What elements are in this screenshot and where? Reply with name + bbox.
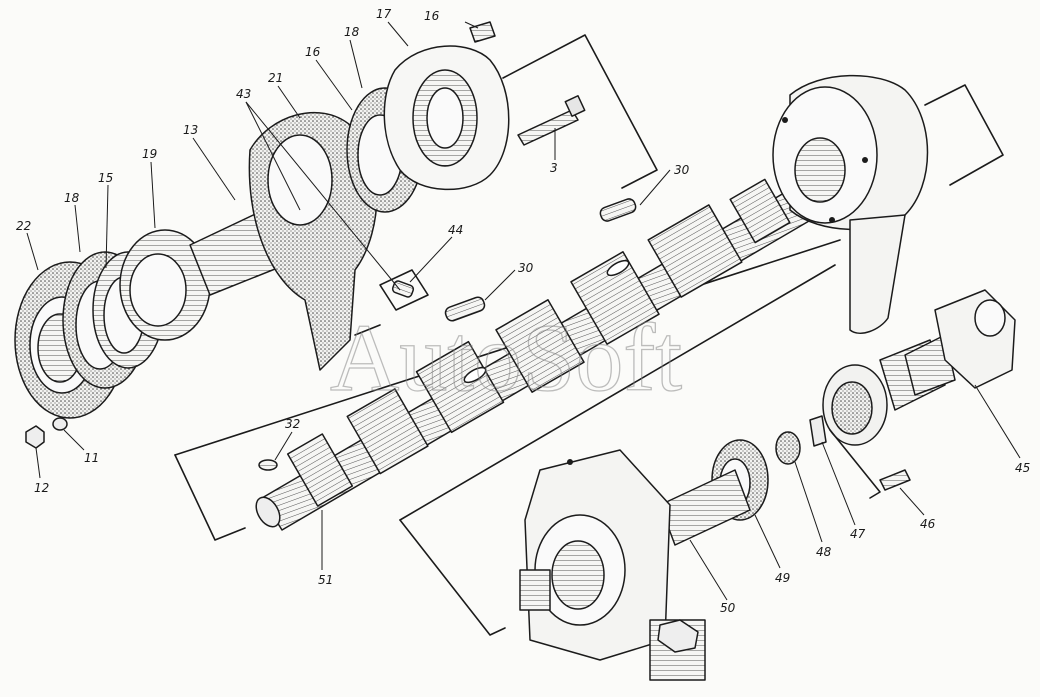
callout-12: 12	[34, 481, 49, 495]
nuts-11-12	[25, 417, 68, 449]
callout-45: 45	[1015, 461, 1030, 475]
callout-16-seal: 16	[305, 45, 321, 59]
callout-50: 50	[720, 601, 736, 615]
callout-43: 43	[236, 87, 251, 101]
callout-19: 19	[142, 147, 157, 161]
leader-lines	[26, 21, 1021, 601]
cardan-shaft-45	[822, 289, 1016, 446]
washer-48	[775, 431, 801, 465]
callout-labels: 17 16 18 16 21 43 13 19 15 18 22 3 30 30…	[16, 7, 1030, 615]
callout-17: 17	[376, 7, 392, 21]
cover-17	[383, 45, 510, 191]
callout-48: 48	[816, 545, 832, 559]
nipple-16	[469, 21, 496, 43]
callout-49: 49	[775, 571, 790, 585]
callout-32: 32	[285, 417, 300, 431]
bearing-19	[119, 229, 211, 341]
callout-30-upper: 30	[674, 163, 690, 177]
callout-47: 47	[850, 527, 866, 541]
right-housing-upper	[772, 74, 929, 334]
callout-46: 46	[920, 517, 936, 531]
bearing-housing	[519, 449, 706, 681]
callout-18-lower: 18	[64, 191, 80, 205]
washer-47	[809, 415, 827, 447]
callout-21: 21	[268, 71, 283, 85]
callout-22: 22	[16, 219, 31, 233]
bracket-21	[248, 111, 378, 371]
callout-51: 51	[318, 573, 333, 587]
callout-16-nipple: 16	[424, 9, 440, 23]
key-30-upper	[599, 198, 637, 222]
bolt-46	[829, 429, 911, 499]
callout-11: 11	[84, 451, 99, 465]
key-30-lower	[444, 296, 486, 322]
callout-13: 13	[183, 123, 198, 137]
callout-15: 15	[98, 171, 113, 185]
callout-44: 44	[448, 223, 463, 237]
plug-44	[379, 269, 429, 311]
callout-30-lower: 30	[518, 261, 534, 275]
main-shaft-51	[255, 171, 839, 531]
callout-3: 3	[550, 161, 558, 175]
key-32	[258, 459, 278, 471]
watermark-text: AutoSoft	[330, 304, 682, 411]
callout-18-upper: 18	[344, 25, 360, 39]
shaft-50	[659, 469, 751, 546]
bolt-3	[517, 95, 586, 146]
